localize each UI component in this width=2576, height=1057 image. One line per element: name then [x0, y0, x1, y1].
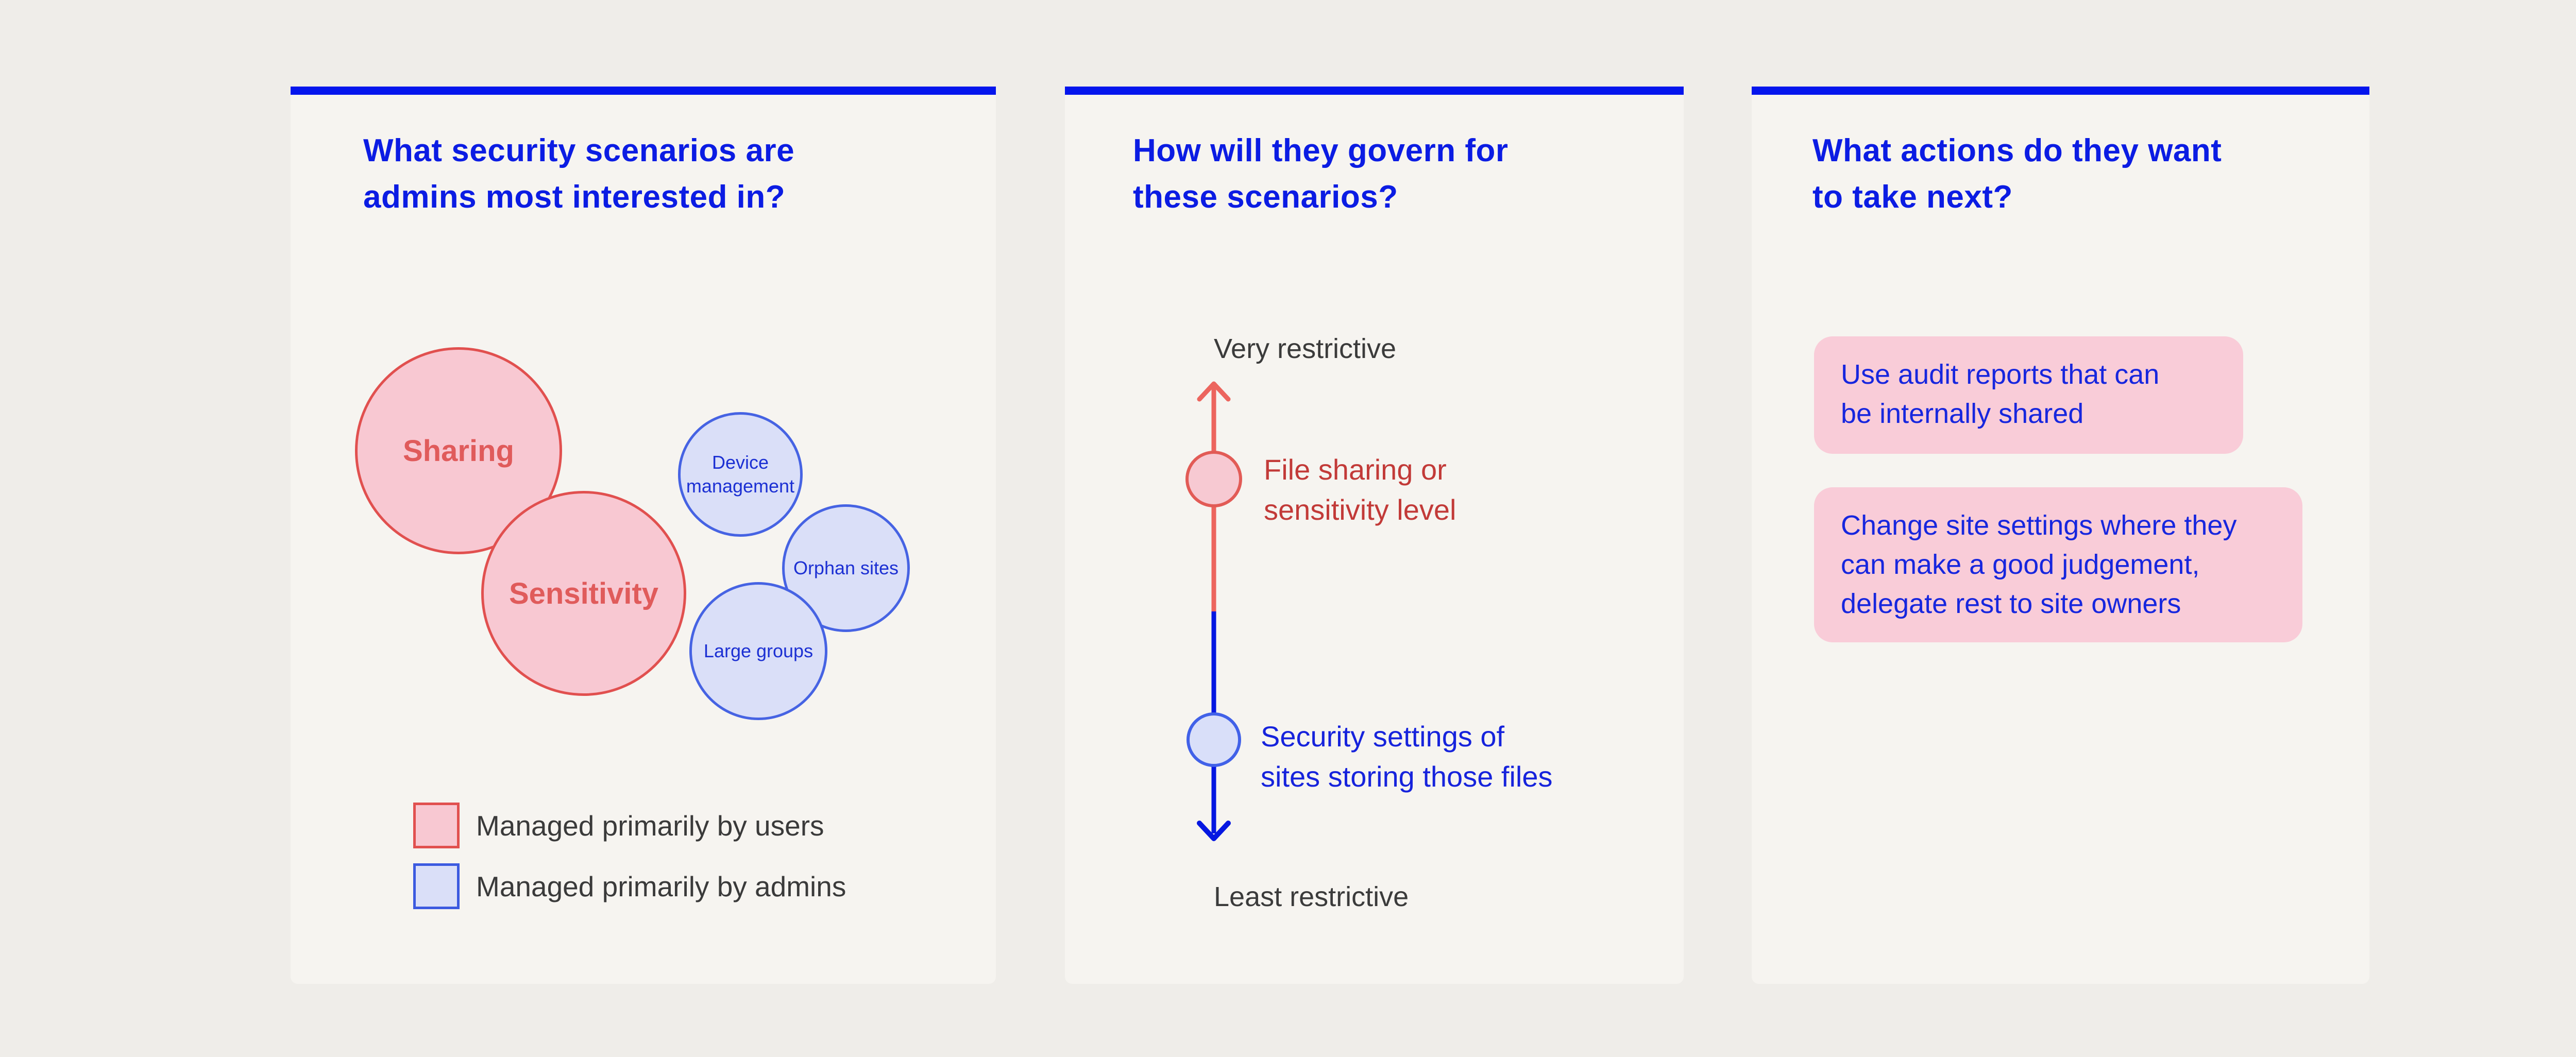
- bubble-device-management: Device management: [678, 412, 803, 537]
- axis-point-label-file-sharing: File sharing or sensitivity level: [1264, 453, 1456, 526]
- card-security-scenarios: What security scenarios are admins most …: [291, 87, 996, 984]
- card-title: What security scenarios are admins most …: [363, 133, 795, 215]
- legend-item-admins: Managed primarily by admins: [413, 863, 846, 909]
- card-next-actions: What actions do they want to take next? …: [1752, 87, 2369, 984]
- axis-bottom-label: Least restrictive: [1214, 881, 1409, 912]
- axis-point-security-settings: [1187, 712, 1241, 767]
- action-box-audit-reports: Use audit reports that can be internally…: [1814, 336, 2243, 454]
- card-governance-axis: How will they govern for these scenarios…: [1065, 87, 1684, 984]
- bubble-large-groups-label: Large groups: [703, 640, 814, 661]
- axis-point-label-security-settings: Security settings of sites storing those…: [1261, 720, 1553, 793]
- bubble-large-groups: Large groups: [689, 582, 827, 720]
- up-arrow-icon: [1197, 381, 1231, 402]
- card-accent-bar: [1065, 87, 1684, 95]
- card-accent-bar: [291, 87, 996, 95]
- card-accent-bar: [1752, 87, 2369, 95]
- legend-item-users: Managed primarily by users: [413, 803, 846, 848]
- bubble-sensitivity: Sensitivity: [481, 491, 686, 696]
- bubble-sharing-label: Sharing: [403, 434, 514, 468]
- legend-swatch-users: [413, 803, 460, 848]
- bubble-sharing: Sharing: [355, 347, 562, 554]
- legend-label-admins: Managed primarily by admins: [476, 870, 846, 902]
- bubble-device-management-label: Device management: [686, 452, 795, 497]
- bubble-sensitivity-label: Sensitivity: [509, 576, 659, 610]
- restrictiveness-axis: [1185, 381, 1242, 841]
- card-title: What actions do they want to take next?: [1812, 133, 2222, 215]
- down-arrow-icon: [1197, 821, 1231, 841]
- legend: Managed primarily by users Managed prima…: [413, 803, 846, 909]
- axis-top-label: Very restrictive: [1214, 333, 1397, 364]
- legend-label-users: Managed primarily by users: [476, 809, 824, 842]
- action-box-site-settings: Change site settings where they can make…: [1814, 487, 2302, 642]
- legend-swatch-admins: [413, 863, 460, 909]
- axis-point-file-sharing: [1185, 451, 1242, 507]
- bubble-orphan-sites-label: Orphan sites: [793, 557, 899, 578]
- bubble-orphan-sites: Orphan sites: [782, 504, 910, 632]
- card-title: How will they govern for these scenarios…: [1133, 133, 1509, 215]
